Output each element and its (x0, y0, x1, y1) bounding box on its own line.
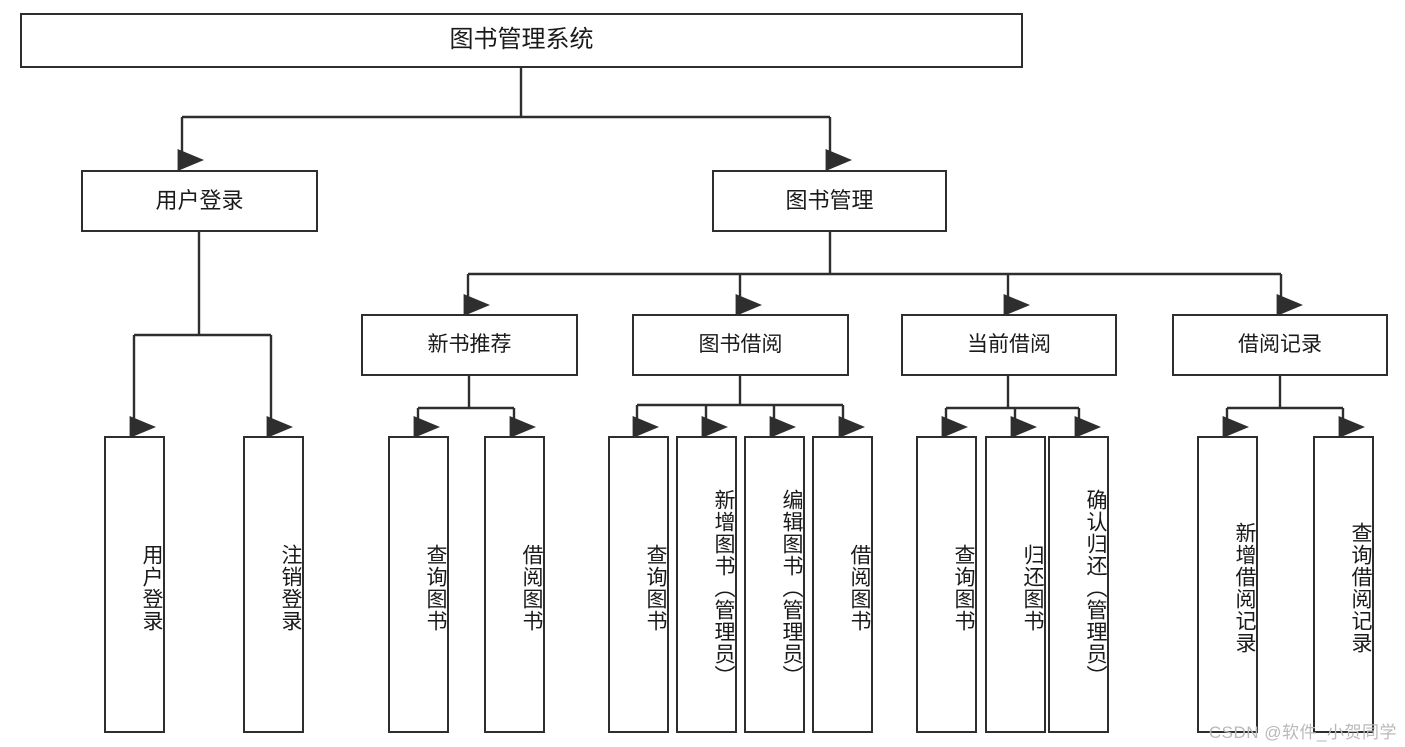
node-book-management[interactable]: 图书管理 (712, 170, 947, 232)
leaf-confirm-return-admin[interactable]: 确认归还（管理员） (1048, 436, 1109, 733)
leaf-query-book-newbook[interactable]: 查询图书 (388, 436, 449, 733)
leaf-query-book-borrow[interactable]: 查询图书 (608, 436, 669, 733)
leaf-query-book-newbook-label: 查询图书 (424, 543, 447, 632)
leaf-borrow-book-label: 借阅图书 (848, 543, 871, 632)
node-root-label: 图书管理系统 (449, 26, 594, 54)
leaf-query-book-current[interactable]: 查询图书 (916, 436, 977, 733)
node-borrow-record[interactable]: 借阅记录 (1172, 314, 1388, 376)
node-current-borrow[interactable]: 当前借阅 (901, 314, 1117, 376)
leaf-query-book-current-label: 查询图书 (952, 543, 975, 632)
node-root[interactable]: 图书管理系统 (20, 13, 1023, 68)
leaf-add-book-admin[interactable]: 新增图书（管理员） (676, 436, 737, 733)
leaf-query-borrow-record[interactable]: 查询借阅记录 (1313, 436, 1374, 733)
leaf-edit-book-admin[interactable]: 编辑图书（管理员） (744, 436, 805, 733)
node-book-borrow[interactable]: 图书借阅 (632, 314, 849, 376)
leaf-borrow-book[interactable]: 借阅图书 (812, 436, 873, 733)
node-user-login[interactable]: 用户登录 (81, 170, 318, 232)
leaf-return-book-label: 归还图书 (1021, 543, 1044, 632)
leaf-edit-book-admin-label: 编辑图书（管理员） (780, 488, 803, 687)
leaf-logout-label: 注销登录 (279, 543, 302, 632)
leaf-borrow-book-newbook-label: 借阅图书 (520, 543, 543, 632)
leaf-return-book[interactable]: 归还图书 (985, 436, 1046, 733)
node-borrow-record-label: 借阅记录 (1238, 332, 1322, 356)
watermark: CSDN @软件_小贺同学 (1208, 723, 1397, 742)
leaf-logout[interactable]: 注销登录 (243, 436, 304, 733)
leaf-query-book-borrow-label: 查询图书 (644, 543, 667, 632)
leaf-add-book-admin-label: 新增图书（管理员） (712, 488, 735, 687)
node-current-borrow-label: 当前借阅 (967, 332, 1051, 356)
leaf-borrow-book-newbook[interactable]: 借阅图书 (484, 436, 545, 733)
leaf-query-borrow-record-label: 查询借阅记录 (1349, 521, 1372, 654)
node-book-borrow-label: 图书借阅 (698, 332, 783, 356)
node-new-book-recommend-label: 新书推荐 (427, 332, 512, 356)
node-book-management-label: 图书管理 (785, 188, 874, 214)
leaf-user-login[interactable]: 用户登录 (104, 436, 165, 733)
leaf-add-borrow-record[interactable]: 新增借阅记录 (1197, 436, 1258, 733)
leaf-user-login-label: 用户登录 (140, 543, 163, 632)
leaf-add-borrow-record-label: 新增借阅记录 (1233, 521, 1256, 654)
leaf-confirm-return-admin-label: 确认归还（管理员） (1084, 488, 1107, 687)
node-user-login-label: 用户登录 (155, 188, 244, 214)
node-new-book-recommend[interactable]: 新书推荐 (361, 314, 578, 376)
